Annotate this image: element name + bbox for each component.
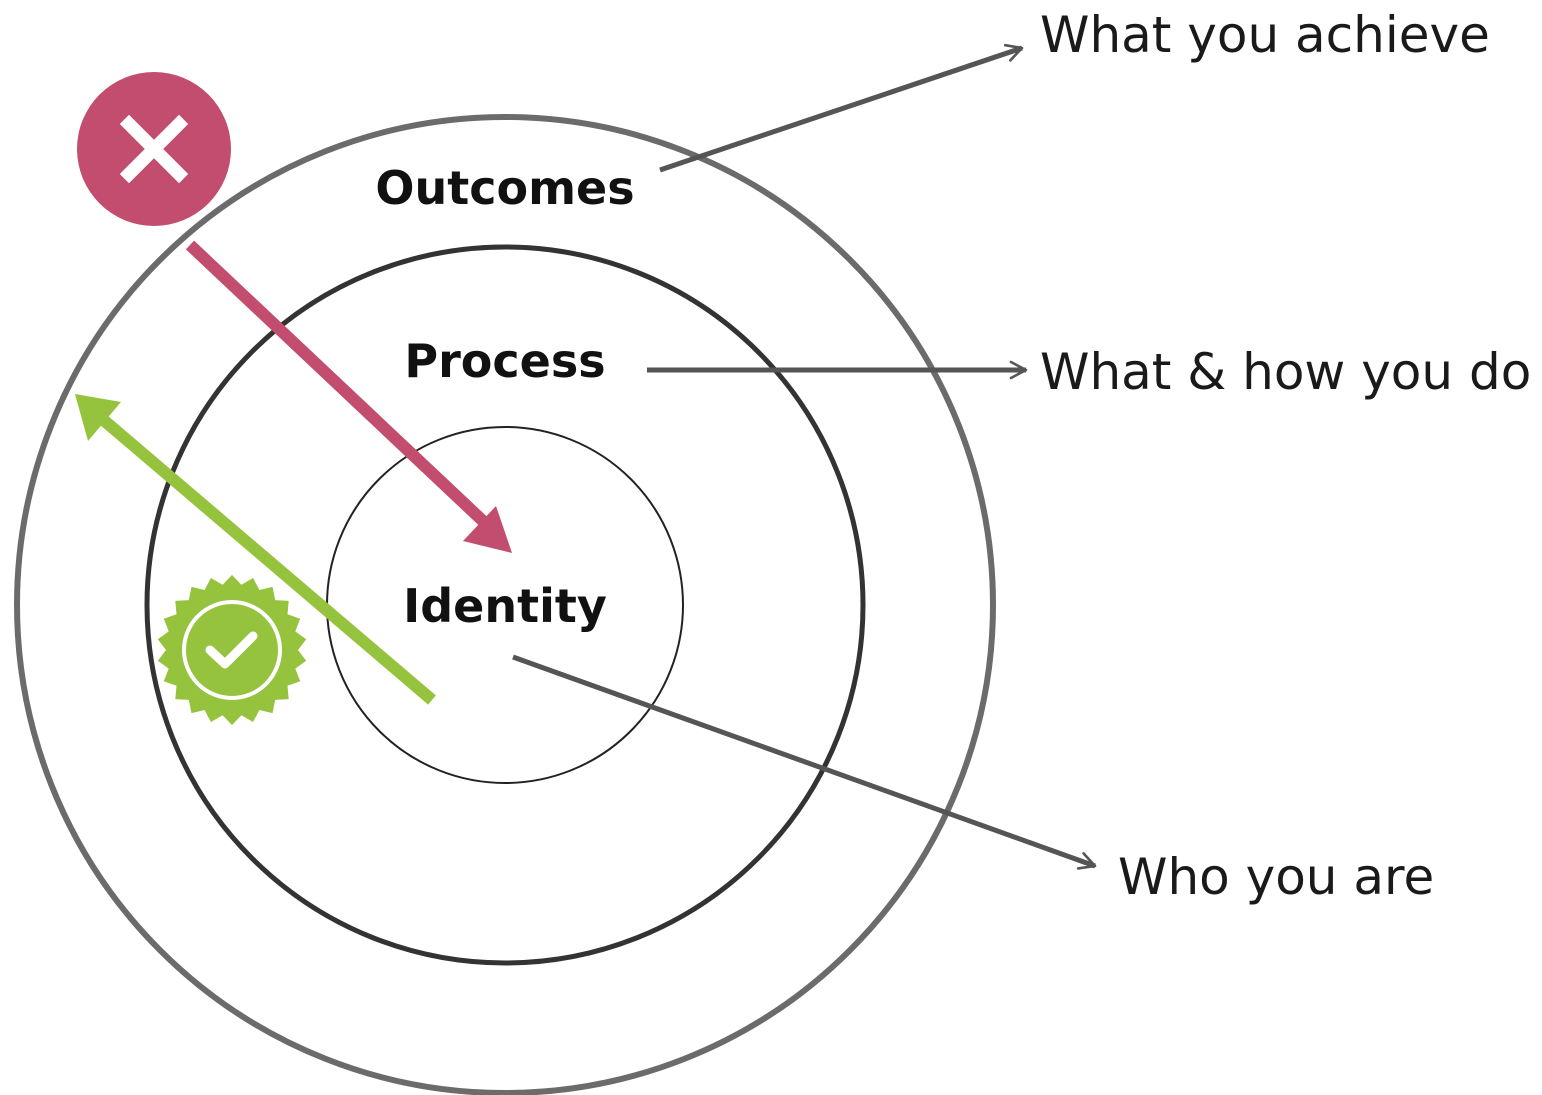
right-direction-arrow [75, 394, 436, 705]
identity-description: Who you are [1118, 848, 1434, 906]
outcomes-description: What you achieve [1040, 6, 1490, 64]
process-description: What & how you do [1040, 343, 1531, 401]
identity-pointer-arrow [512, 654, 1097, 870]
process-label: Process [404, 334, 605, 388]
check-seal-icon [157, 575, 307, 725]
outcomes-ring [14, 114, 996, 1095]
outcomes-label: Outcomes [375, 161, 634, 215]
wrong-direction-arrow [185, 240, 512, 553]
identity-label: Identity [403, 579, 607, 633]
x-mark-icon [77, 72, 231, 226]
process-ring [144, 244, 866, 966]
outcomes-pointer-arrow [659, 43, 1024, 173]
